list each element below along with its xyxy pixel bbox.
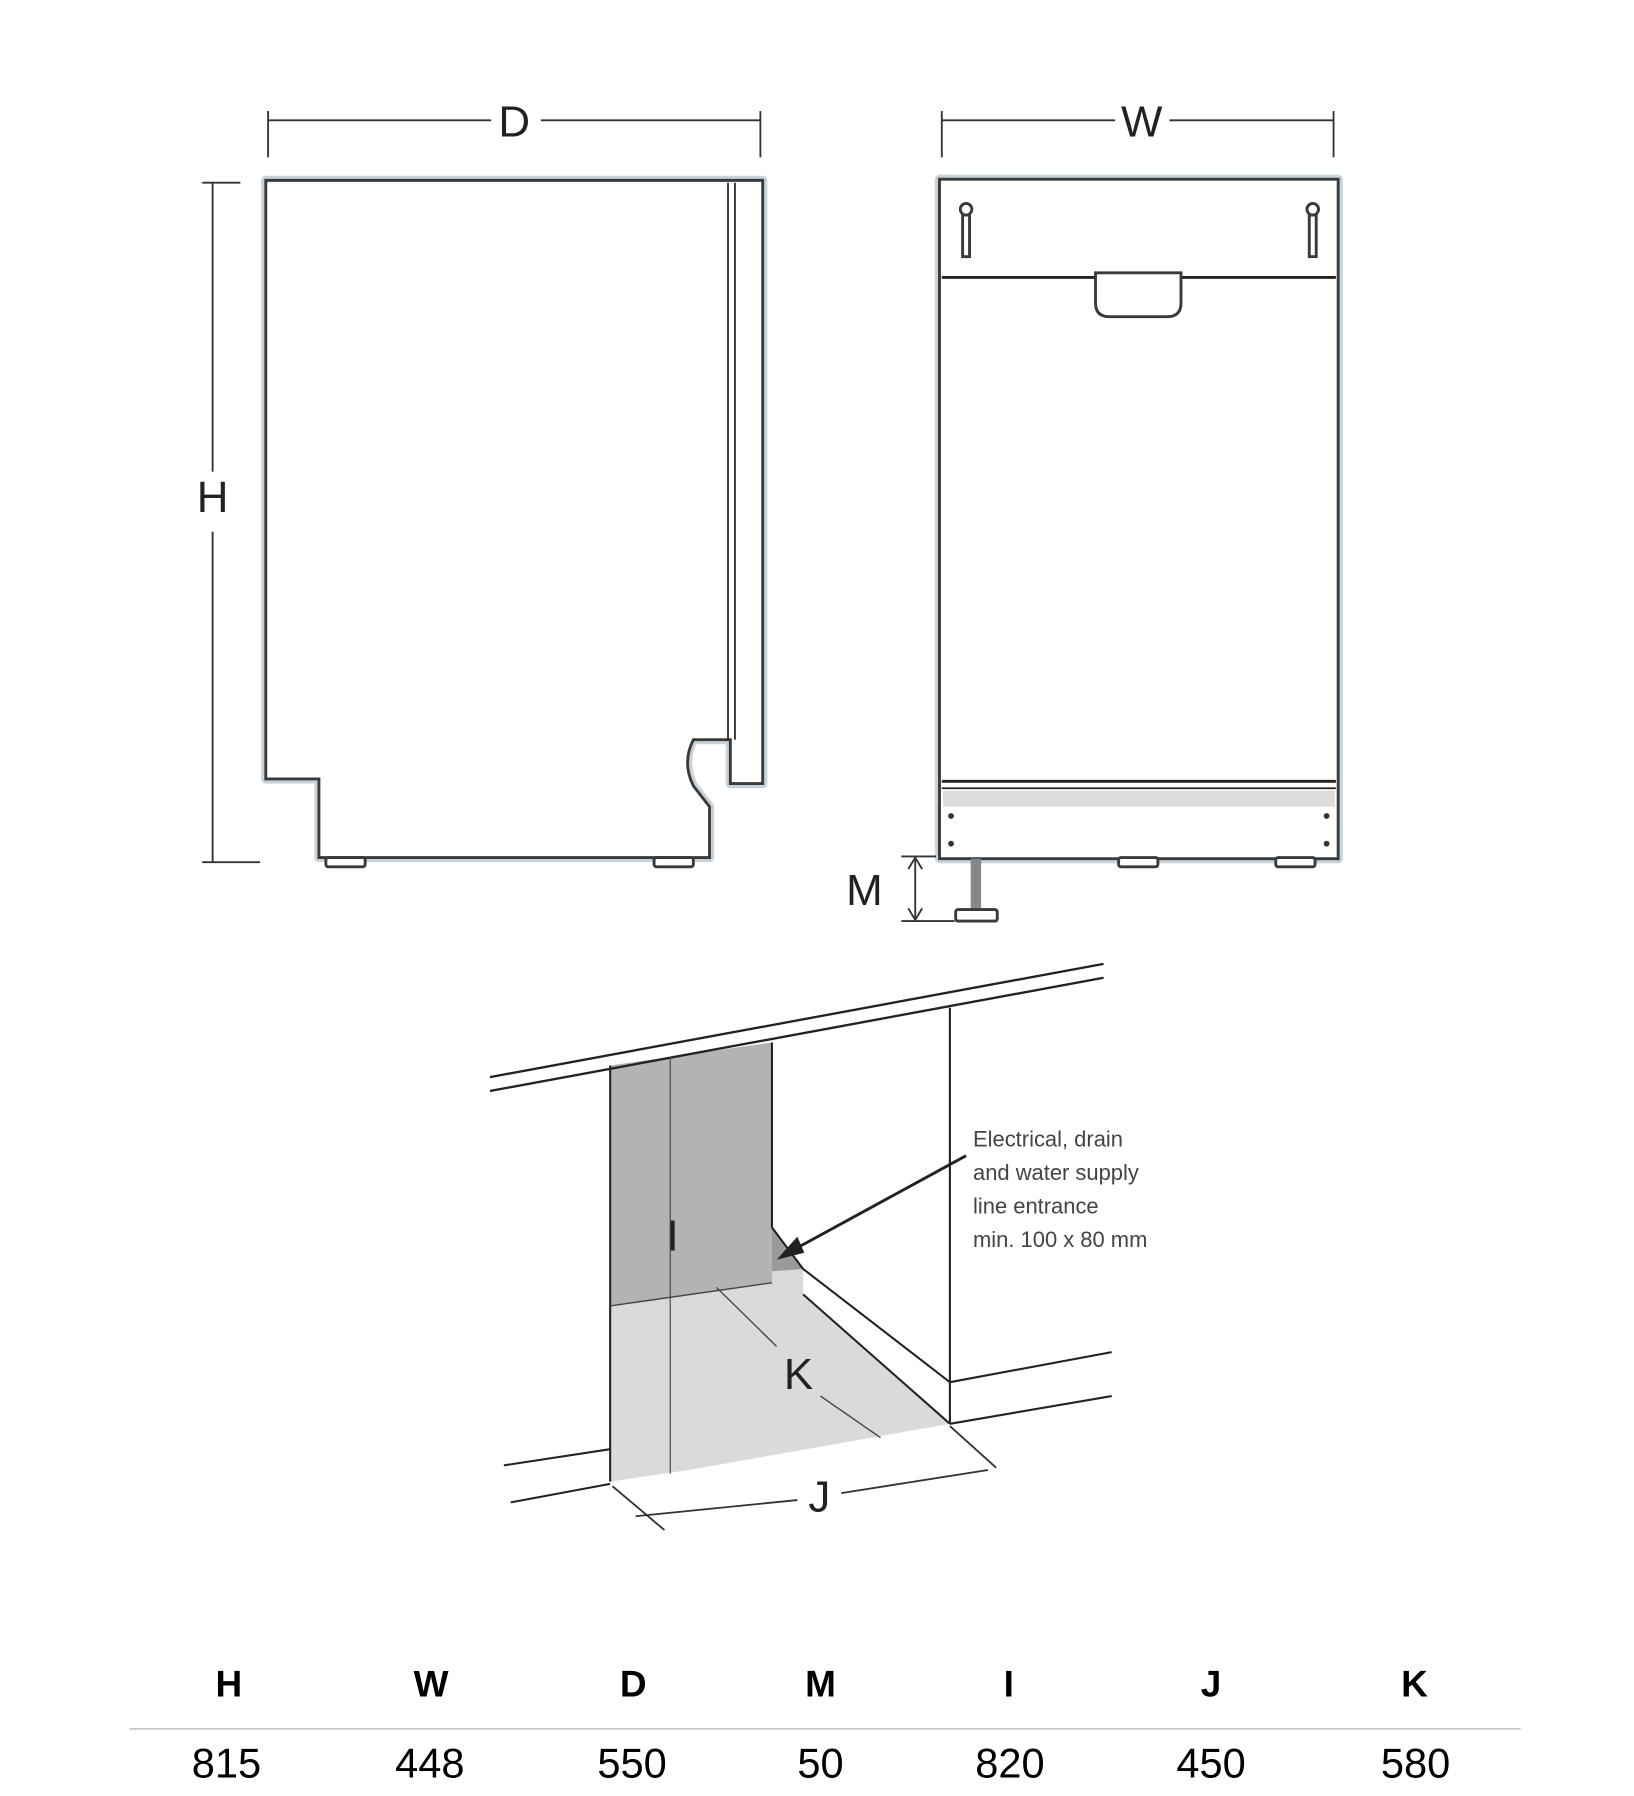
dim-label-d: D <box>498 97 530 146</box>
table-cell: 815 <box>192 1739 261 1786</box>
table-cell: 50 <box>797 1739 843 1786</box>
table-cell: 448 <box>395 1739 464 1786</box>
table-header: D <box>620 1664 647 1705</box>
table-header: H <box>215 1664 242 1705</box>
dim-label-m: M <box>846 866 883 915</box>
dimension-table: H W D M I J K 815 448 550 50 820 450 580 <box>129 1664 1521 1786</box>
table-header: I <box>1004 1664 1014 1705</box>
note-line-1: Electrical, drain <box>973 1126 1123 1151</box>
hook-icon-left <box>958 202 974 259</box>
note-line-3: line entrance <box>973 1193 1099 1218</box>
dim-label-k: K <box>784 1350 813 1399</box>
table-header: W <box>414 1664 449 1705</box>
table-cell: 580 <box>1381 1739 1450 1786</box>
arrow-icon <box>776 1236 805 1260</box>
table-header: M <box>805 1664 836 1705</box>
niche-view: I K J Electrical, drain and water supply… <box>489 962 1147 1531</box>
note-line-2: and water supply <box>973 1160 1139 1185</box>
table-cell: 550 <box>597 1739 666 1786</box>
table-header: K <box>1401 1664 1428 1705</box>
note-line-4: min. 100 x 80 mm <box>973 1227 1147 1252</box>
dim-label-i: I <box>666 1211 678 1260</box>
side-view: D H <box>197 97 768 869</box>
table-cell: 450 <box>1176 1739 1245 1786</box>
dim-label-j: J <box>808 1473 830 1522</box>
hook-icon-right <box>1305 202 1320 259</box>
dim-label-h: H <box>197 473 229 522</box>
front-view: W M <box>846 97 1343 923</box>
table-cell: 820 <box>975 1739 1044 1786</box>
dim-label-w: W <box>1121 97 1163 146</box>
table-header: J <box>1201 1664 1222 1705</box>
